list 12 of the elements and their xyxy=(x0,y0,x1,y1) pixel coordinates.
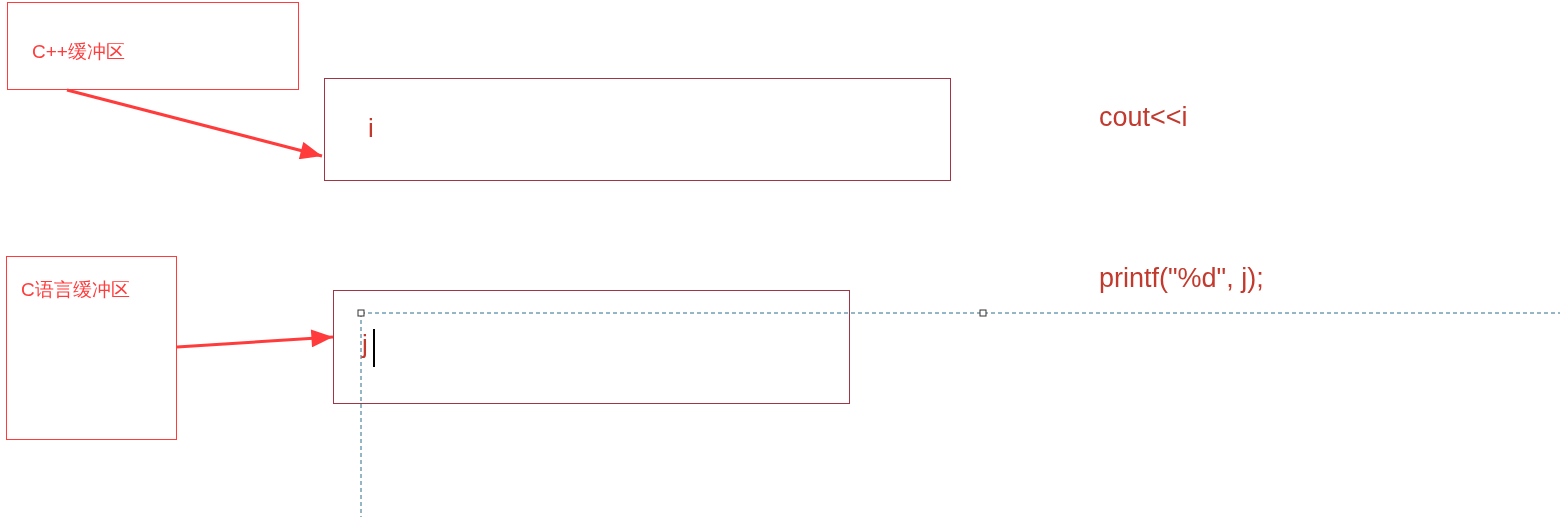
box-label: C++缓冲区 xyxy=(32,40,125,64)
box-label: i xyxy=(368,113,374,144)
buffer-box xyxy=(333,290,850,404)
arrow xyxy=(66,88,323,160)
arrow xyxy=(176,329,334,349)
box-label: j xyxy=(362,329,368,360)
code-text: cout<<i xyxy=(1099,102,1188,133)
buffer-box xyxy=(7,2,299,90)
buffer-box xyxy=(324,78,951,181)
buffer-box xyxy=(6,256,177,440)
box-label: C语言缓冲区 xyxy=(21,278,130,302)
code-text: printf("%d", j); xyxy=(1099,263,1264,294)
